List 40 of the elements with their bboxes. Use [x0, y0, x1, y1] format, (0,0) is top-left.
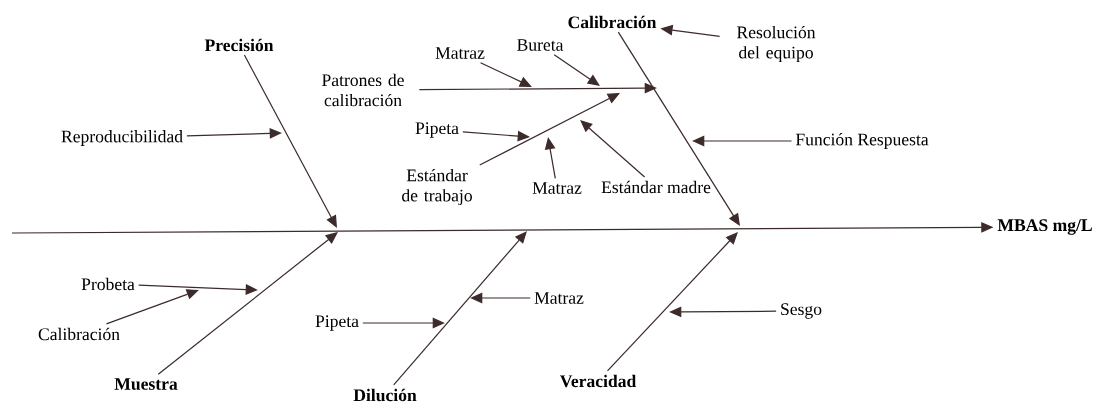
arrow — [243, 54, 337, 228]
cause-label: Pipeta — [415, 122, 459, 138]
arrow — [186, 127, 282, 139]
category-label: Muestra — [114, 378, 178, 390]
category-label: Veracidad — [559, 374, 637, 388]
arrow — [105, 289, 199, 325]
arrow — [544, 137, 556, 179]
arrow — [157, 232, 338, 375]
arrow — [669, 306, 777, 318]
category-label: Calibración — [568, 15, 657, 29]
arrow — [553, 54, 600, 86]
arrow — [479, 62, 532, 87]
cause-label: Matraz — [532, 182, 582, 194]
arrow — [470, 292, 531, 304]
arrow — [462, 130, 530, 142]
cause-label: Reproducibilidad — [61, 130, 183, 146]
arrow — [580, 120, 646, 178]
arrow — [393, 231, 527, 386]
cause-label: Estándar de trabajo — [402, 168, 472, 206]
cause-label: Calibración — [38, 327, 120, 341]
arrow — [479, 93, 620, 166]
category-label: Precisión — [204, 38, 274, 52]
cause-label: Sesgo — [781, 303, 822, 319]
cause-label: Matraz — [435, 47, 485, 59]
cause-label: Pipeta — [315, 315, 359, 331]
effect-label: MBAS mg/L — [997, 219, 1092, 235]
cause-label: Patrones de calibración — [322, 73, 404, 107]
arrow — [606, 232, 738, 372]
arrow — [362, 317, 445, 329]
cause-label: Matraz — [534, 292, 584, 304]
cause-label: Estándar madre — [601, 180, 711, 194]
cause-label: Probeta — [81, 277, 135, 291]
cause-label: Bureta — [517, 39, 564, 51]
category-label: Dilución — [353, 388, 417, 402]
cause-label: Función Respuesta — [795, 133, 929, 149]
arrow — [617, 31, 740, 226]
arrow — [692, 135, 793, 147]
arrow — [138, 284, 258, 295]
arrow — [418, 82, 657, 94]
cause-label: Resolución del equipo — [736, 25, 816, 63]
